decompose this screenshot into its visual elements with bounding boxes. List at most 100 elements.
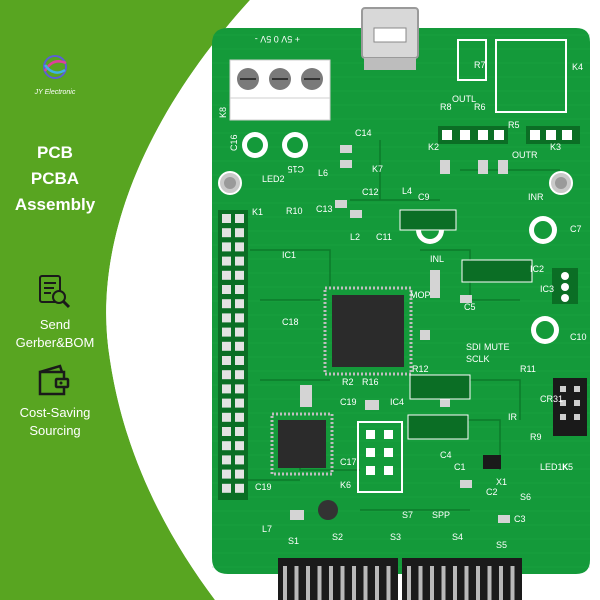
headline: PCB PCBA Assembly <box>0 140 110 218</box>
header-pin <box>222 427 231 436</box>
green-panel-shape <box>0 0 250 600</box>
label-c15: C15 <box>287 164 304 174</box>
label-outl: OUTL <box>452 94 476 104</box>
header-pin <box>235 441 244 451</box>
header-pin <box>235 469 244 479</box>
header-pin <box>235 370 244 380</box>
header-pin <box>235 242 244 252</box>
label-l2: L2 <box>350 232 360 242</box>
header-pin <box>441 566 446 600</box>
label-r7: R7 <box>474 60 486 70</box>
header-pin <box>222 384 231 394</box>
header-pin <box>222 370 231 380</box>
header-pin <box>499 566 503 600</box>
main-chip <box>332 295 404 367</box>
brand-name: JY Electronic <box>34 89 76 96</box>
connector-k4 <box>495 39 567 113</box>
label-r12: R12 <box>412 364 429 374</box>
capacitor <box>318 500 338 520</box>
header-pin <box>375 566 379 600</box>
header-pin <box>222 270 231 280</box>
header-pin <box>235 327 244 337</box>
header-pin <box>235 384 244 394</box>
label-c16: C16 <box>229 134 239 151</box>
header-pin <box>222 469 231 479</box>
header-pin <box>407 566 411 600</box>
header-pin <box>363 566 368 600</box>
header-pin <box>222 285 231 294</box>
label-c11: C11 <box>376 232 392 242</box>
label-r16: R16 <box>362 377 379 387</box>
label-sdi: SDI <box>466 342 481 352</box>
label-c5: C5 <box>464 302 476 312</box>
label-ic3: IC3 <box>540 284 554 294</box>
feature-label-line: Cost-Saving <box>19 405 91 420</box>
label-c7: C7 <box>570 224 582 234</box>
brand-logo: JY Electronic <box>20 52 90 96</box>
label-l4: L4 <box>402 186 412 196</box>
label-r10: R10 <box>286 206 303 216</box>
label-k6: K6 <box>340 480 351 490</box>
label-sclk: SCLK <box>466 354 490 364</box>
pin-header-k6 <box>357 421 403 493</box>
label-k1: K1 <box>252 207 263 217</box>
header-pin <box>453 566 457 600</box>
header-pin <box>235 427 244 436</box>
label-header-top: + 5V 0 5V - <box>255 34 300 44</box>
header-pin <box>418 566 423 600</box>
label-spp: SPP <box>432 510 450 520</box>
header-pin <box>294 566 299 600</box>
label-k4: K4 <box>572 62 583 72</box>
label-r11: R11 <box>520 364 536 374</box>
header-pin <box>222 455 231 465</box>
label-c1: C1 <box>454 462 466 472</box>
label-inl: INL <box>430 254 444 264</box>
header-pin <box>430 566 434 600</box>
label-k7: K7 <box>372 164 383 174</box>
label-l6: L6 <box>318 168 328 178</box>
connector-cr31 <box>553 378 587 436</box>
header-pin <box>487 566 492 600</box>
header-pin <box>464 566 469 600</box>
header-pin <box>222 356 231 365</box>
label-outr: OUTR <box>512 150 538 160</box>
header-pin <box>283 566 287 600</box>
label-c17: C17 <box>340 457 357 467</box>
header-pin <box>222 256 231 266</box>
headline-line-2: PCBA <box>30 169 80 188</box>
feature-label-line: Sourcing <box>29 423 81 438</box>
header-pin <box>476 566 480 600</box>
header-pin <box>510 566 515 600</box>
header-pin <box>222 214 231 223</box>
label-ic4: IC4 <box>390 397 404 407</box>
feature-label-line: Send <box>39 317 71 332</box>
document-search-icon <box>39 275 71 309</box>
label-c4: C4 <box>440 450 452 460</box>
header-pin <box>222 242 231 252</box>
label-inr: INR <box>528 192 544 202</box>
header-pin <box>222 299 231 309</box>
header-pin <box>352 566 356 600</box>
wallet-icon <box>38 364 70 396</box>
globe-logo-icon <box>43 55 67 79</box>
header-pin <box>235 228 244 238</box>
header-pin <box>235 256 244 266</box>
header-pin <box>222 483 231 493</box>
label-s3: S3 <box>390 532 401 542</box>
label-ic2: IC2 <box>530 264 544 274</box>
label-k2: K2 <box>428 142 439 152</box>
label-r9: R9 <box>530 432 542 442</box>
label-ledlk: LED1K <box>540 462 569 472</box>
header-pin <box>235 341 244 351</box>
header-pin <box>235 313 244 323</box>
label-r6: R6 <box>474 102 486 112</box>
header-pin <box>235 285 244 294</box>
label-k3: K3 <box>550 142 561 152</box>
header-pin <box>235 455 244 465</box>
white-curve-stripe <box>106 0 270 600</box>
label-k8: K8 <box>218 107 228 118</box>
label-k5: K5 <box>562 462 573 472</box>
header-pin <box>222 327 231 337</box>
headline-line-1: PCB <box>37 143 73 162</box>
